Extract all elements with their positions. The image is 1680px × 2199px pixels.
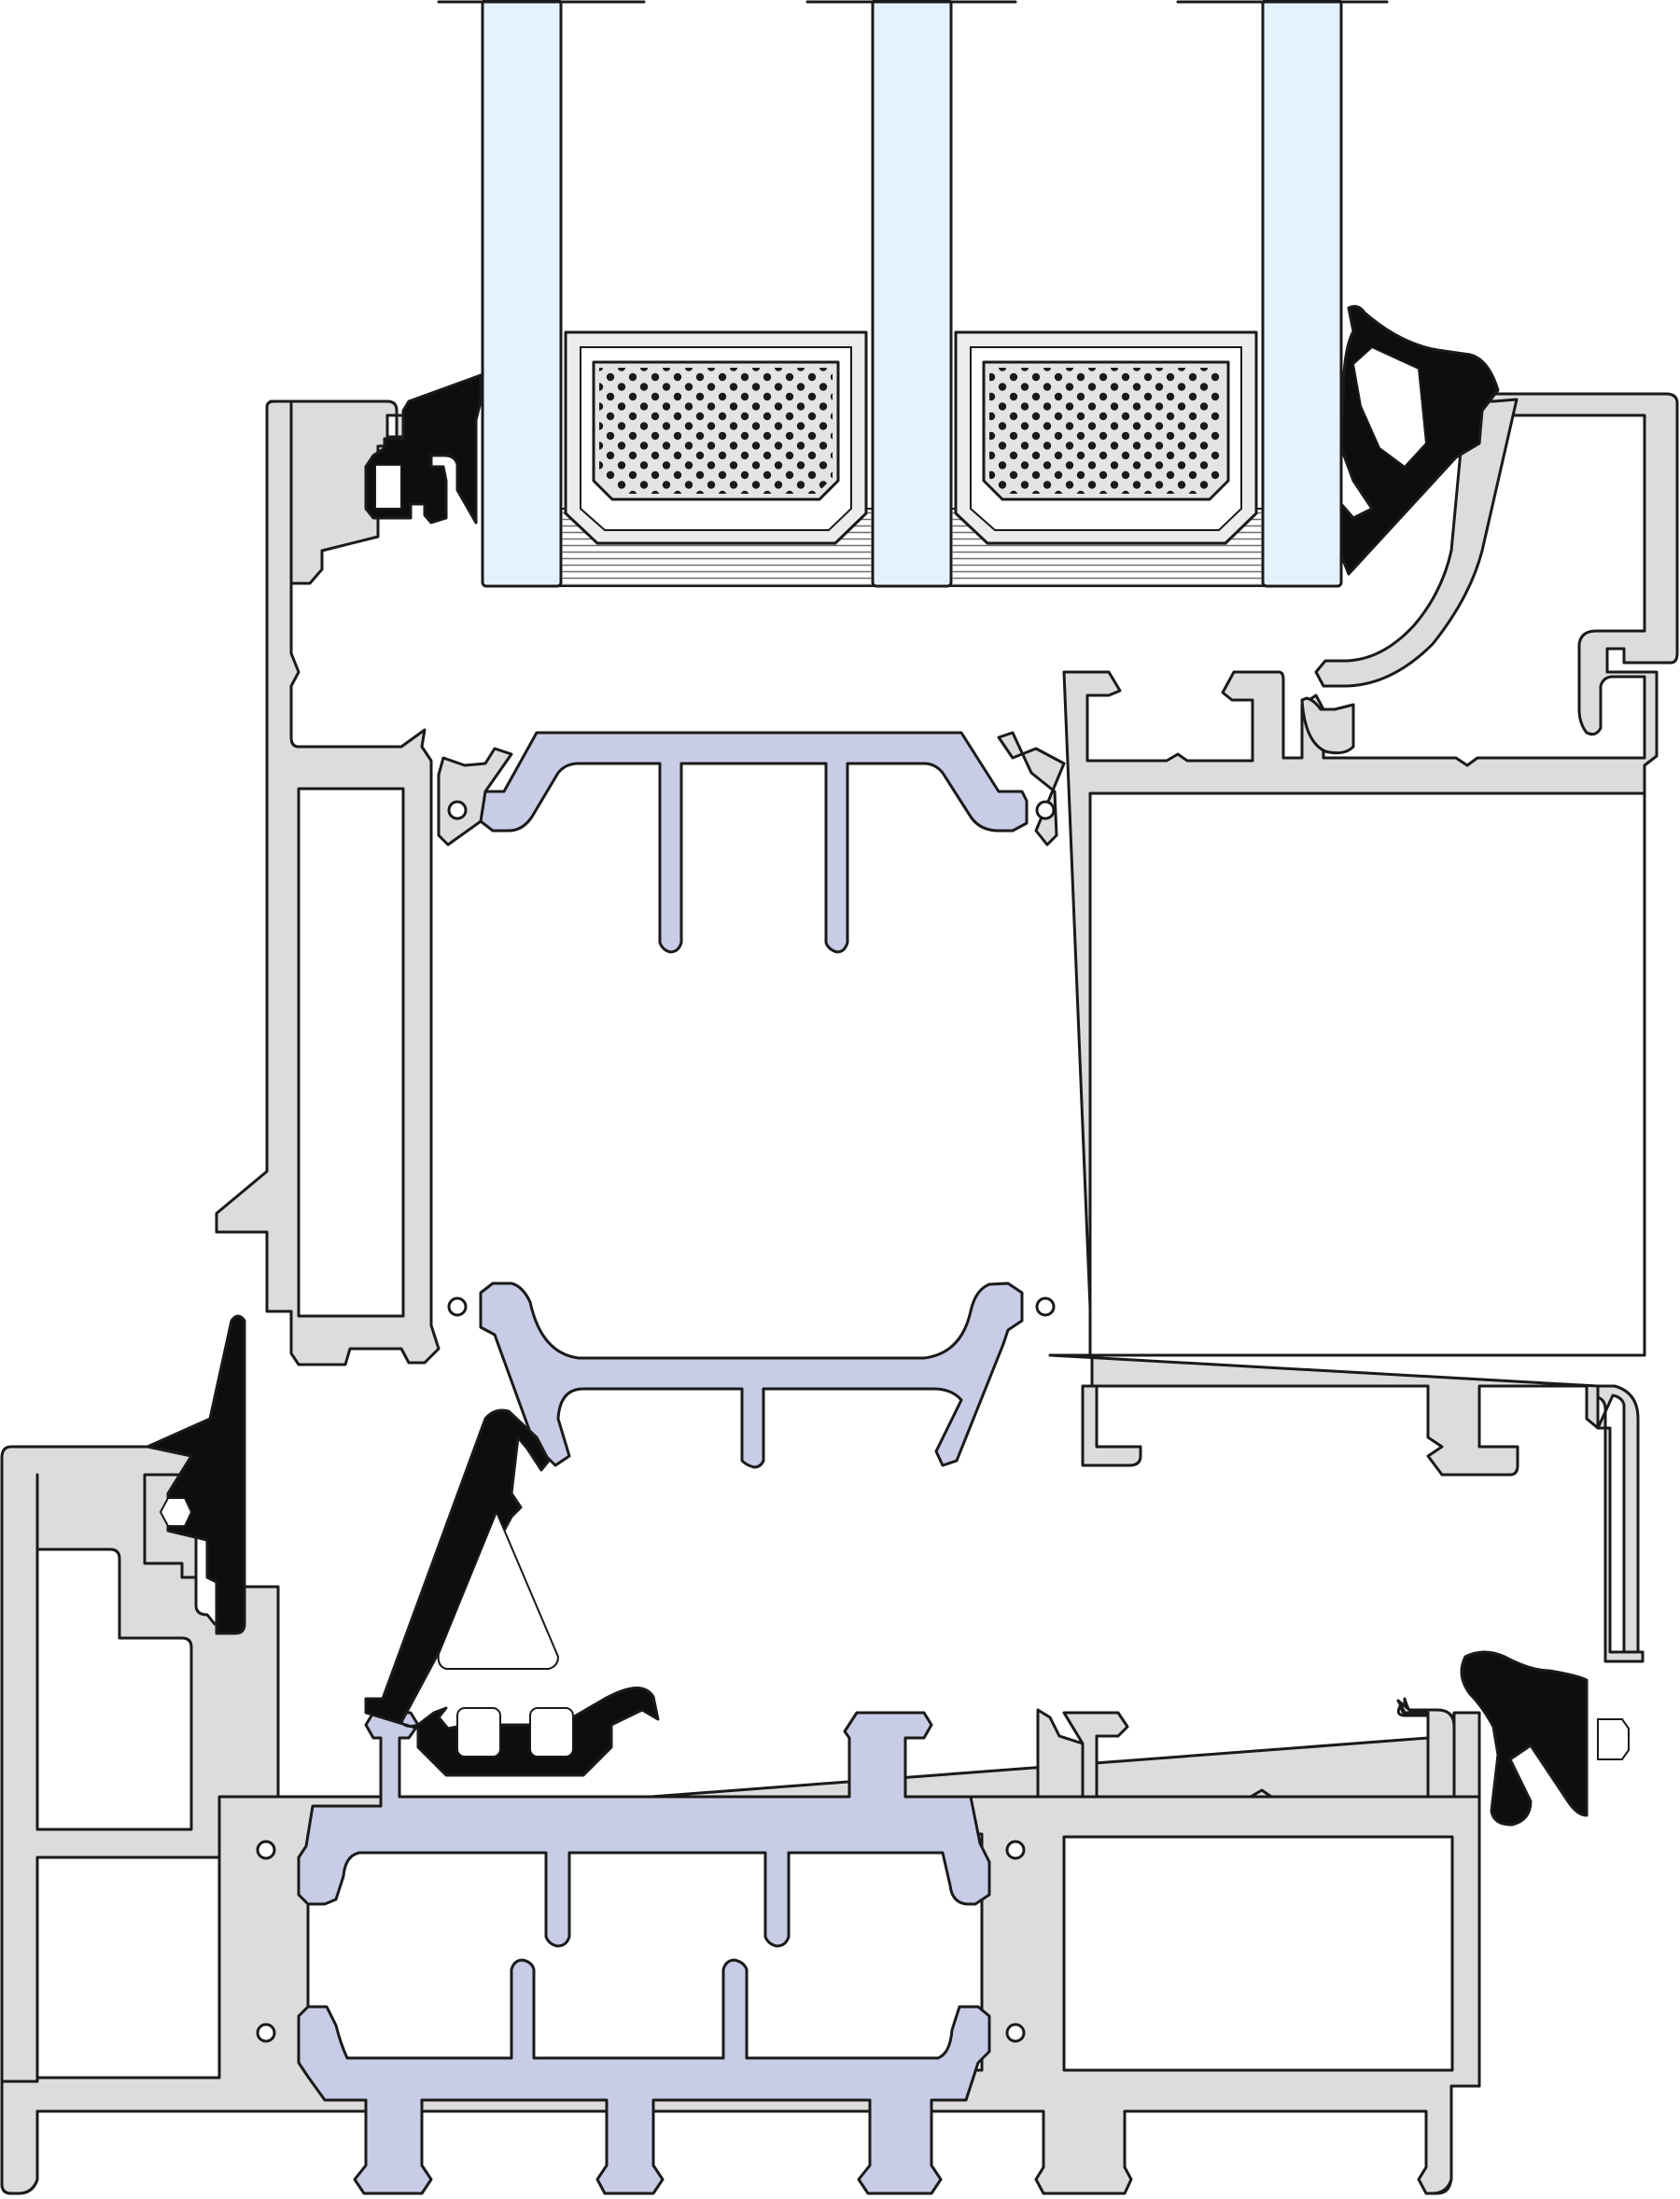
frame-thermal-break — [297, 1711, 991, 2195]
desiccant-dots-left — [599, 368, 833, 494]
sash-glazing-bead-right — [1314, 398, 1519, 688]
sash-profile — [215, 392, 1679, 1663]
center-gasket — [364, 1408, 660, 1777]
sash-bead-hook — [1300, 696, 1355, 755]
frame-thermal-break-lower — [297, 1958, 991, 2195]
clip-socket-f — [1005, 1840, 1026, 1860]
frame-weather-seal-left — [146, 1314, 246, 1635]
glass-pane-2 — [871, 0, 953, 588]
sash-thermal-break — [479, 731, 1029, 1469]
glass-pane-3 — [1261, 0, 1343, 588]
sash-thermal-break-lower — [479, 1282, 1024, 1469]
spacer-bar-right — [950, 330, 1264, 587]
clip-sash-upper-left — [437, 747, 513, 847]
frame-weather-seal-right-socket — [1597, 1718, 1630, 1760]
clip-socket-g — [256, 2023, 276, 2043]
clip-socket-c — [447, 1296, 468, 1317]
frame-weather-seal-right — [1460, 1650, 1589, 1827]
frame-weather-seal-left-socket — [159, 1497, 193, 1527]
thermal-break-clips — [256, 731, 1066, 2043]
gaskets — [146, 304, 1630, 1827]
glazing-gasket-outer-void — [1351, 345, 1428, 469]
sash-outer-lower-wall — [1048, 1353, 1645, 1663]
glazing-gasket-inner-chamber — [374, 464, 402, 510]
desiccant-dots-right — [989, 368, 1223, 494]
clip-socket-a — [447, 800, 468, 820]
spacer-bars — [560, 330, 1264, 587]
frame-right-void — [1062, 1835, 1454, 2072]
clip-socket-d — [1035, 1296, 1056, 1317]
clip-socket-h — [1005, 2023, 1026, 2043]
clip-socket-e — [256, 1840, 276, 1860]
sash-outer-chamber-void — [1088, 791, 1646, 1357]
center-gasket-void-c — [529, 1707, 574, 1758]
sash-inner-wall — [215, 399, 441, 1366]
frame-thermal-break-upper — [297, 1711, 991, 1948]
clip-socket-b — [1035, 800, 1056, 820]
glass-pane-1 — [481, 0, 563, 588]
center-gasket-void-b — [456, 1707, 501, 1758]
triple-glazing — [437, 0, 1389, 588]
center-gasket-void-a — [437, 1509, 560, 1670]
spacer-bar-left — [560, 330, 874, 587]
sash-thermal-break-upper — [479, 731, 1029, 954]
